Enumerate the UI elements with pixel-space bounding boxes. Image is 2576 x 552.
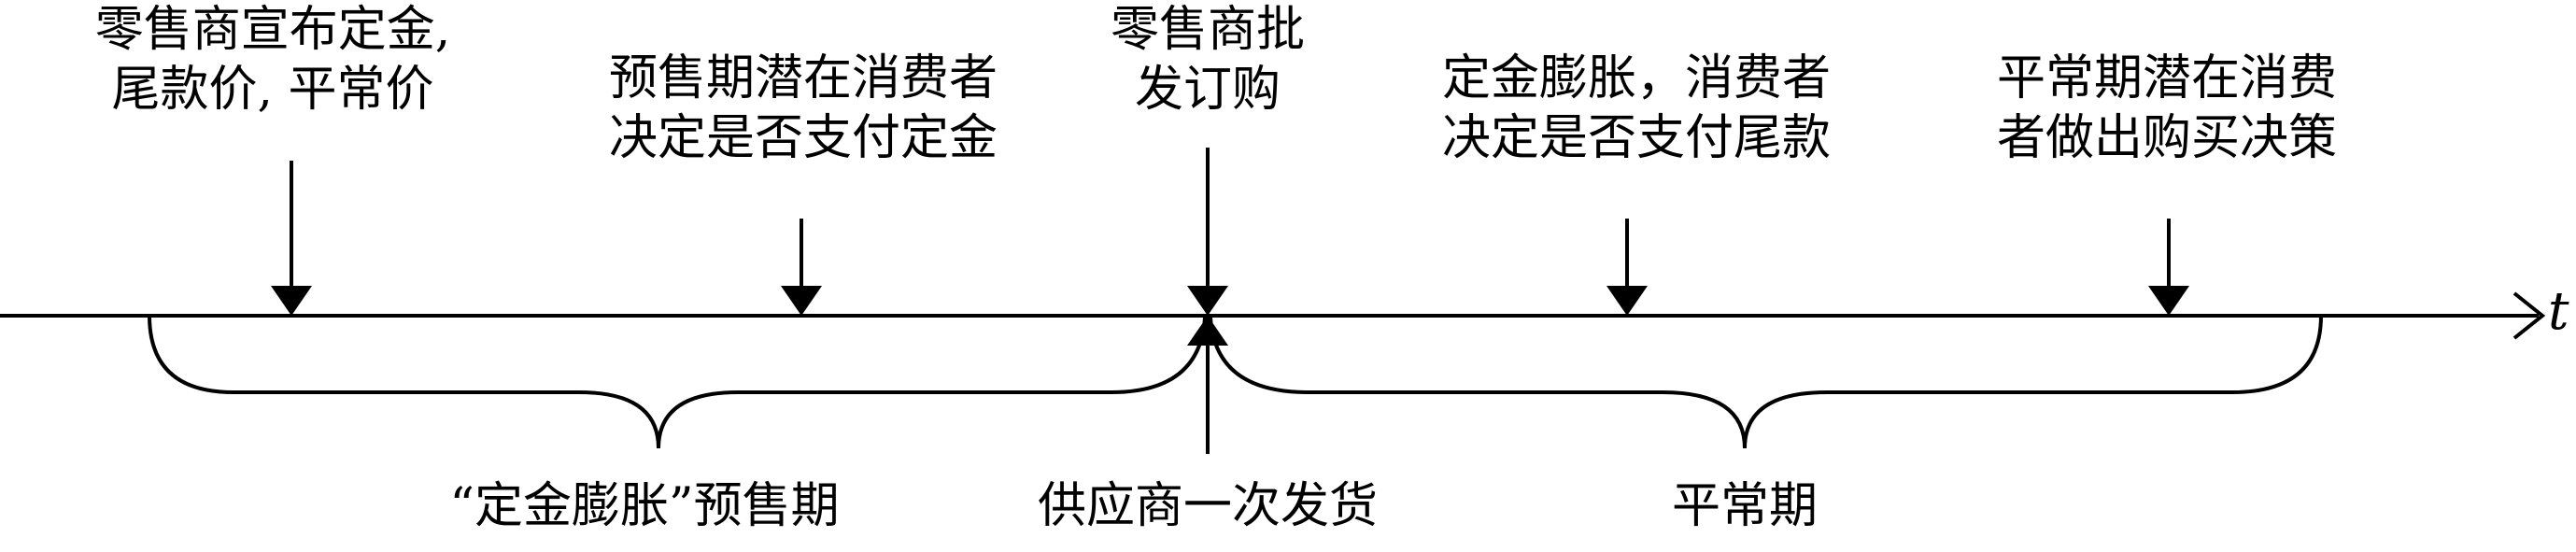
shipment-label: 供应商一次发货 <box>1037 478 1378 534</box>
event-arrow-wholesale <box>1187 148 1228 316</box>
event-label-wholesale: 零售商批 发订购 <box>1110 2 1305 118</box>
event-label-deposit: 预售期潜在消费者 决定是否支付定金 <box>608 50 998 166</box>
event-arrow-deposit <box>781 219 822 316</box>
axis-arrowhead <box>2512 291 2546 340</box>
presale-period-label: “定金膨胀”预售期 <box>449 478 840 534</box>
axis-variable-label: t <box>2548 281 2569 342</box>
event-arrow-balance <box>1606 219 1648 316</box>
event-arrow-announce <box>271 161 312 316</box>
regular-period-label: 平常期 <box>1671 478 1818 534</box>
event-arrow-regular <box>2148 219 2189 316</box>
event-label-regular: 平常期潜在消费 者做出购买决策 <box>1996 50 2337 166</box>
presale-period-brace <box>148 315 1207 449</box>
shipment-arrow <box>1187 316 1228 454</box>
regular-period-brace <box>1209 315 2323 449</box>
event-label-balance: 定金膨胀，消费者 决定是否支付尾款 <box>1441 50 1831 166</box>
event-label-announce: 零售商宣布定金, 尾款价, 平常价 <box>94 2 451 118</box>
